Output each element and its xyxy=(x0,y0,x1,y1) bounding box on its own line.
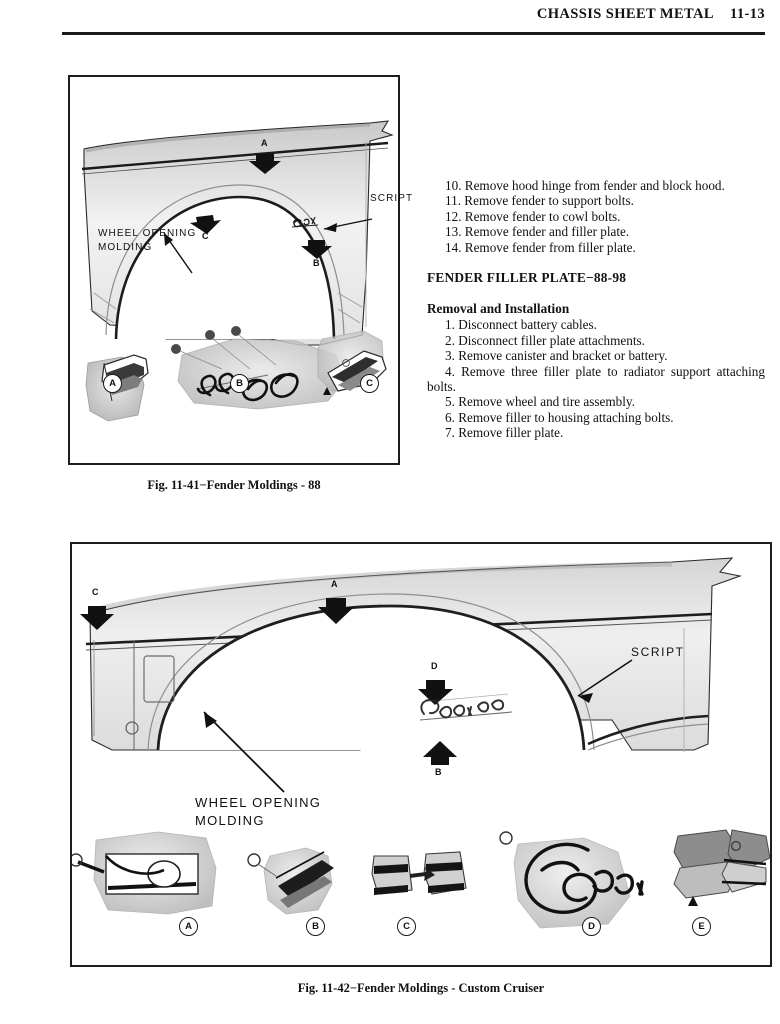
continued-step: 10. Remove hood hinge from fender and bl… xyxy=(445,178,725,193)
procedure-step: 2. Disconnect filler plate attachments. xyxy=(445,332,645,348)
script-label: SCRIPT xyxy=(370,193,414,204)
callout-arrow-c-42 xyxy=(80,606,114,630)
detail-part-d-42 xyxy=(499,831,644,929)
figure-11-42-artwork xyxy=(72,557,770,929)
detail-letter-a: A xyxy=(103,374,122,393)
fender-body-41 xyxy=(81,120,394,346)
wom-leader-41 xyxy=(163,232,193,274)
page-header-title: CHASSIS SHEET METAL xyxy=(536,6,714,22)
callout-label-b: B xyxy=(313,258,320,268)
callout-label-d: D xyxy=(431,661,438,671)
page-number: 11-13 xyxy=(729,6,765,22)
script-label: SCRIPT xyxy=(631,645,685,659)
callout-arrow-c-41 xyxy=(190,215,221,234)
script-emblem-41 xyxy=(291,216,319,228)
detail-letter-b: B xyxy=(306,917,325,936)
figure-11-42: A B C D SCRIPT WHEEL OPENING MOLDING A B… xyxy=(70,542,772,967)
procedure-step: 5. Remove wheel and tire assembly. xyxy=(445,394,635,410)
procedure-step-list: 1. Disconnect battery cables. 2. Disconn… xyxy=(427,317,765,441)
procedure-step: 1. Disconnect battery cables. xyxy=(445,317,597,333)
page-header-text: CHASSIS SHEET METAL 11-13 xyxy=(537,6,765,23)
detail-letter-c: C xyxy=(397,917,416,936)
callout-arrow-d-42 xyxy=(418,680,453,705)
continued-step: 12. Remove fender to cowl bolts. xyxy=(445,208,621,224)
callout-label-c: C xyxy=(202,231,209,241)
procedure-step: 7. Remove filler plate. xyxy=(445,425,564,441)
header-rule xyxy=(62,32,765,35)
figure-11-41-artwork xyxy=(81,120,394,422)
callout-label-c: C xyxy=(92,587,99,597)
detail-part-c-42 xyxy=(371,851,467,895)
figure-11-42-caption: Fig. 11-42−Fender Moldings - Custom Crui… xyxy=(297,981,545,995)
script-emblem-42 xyxy=(419,693,513,721)
procedure-step: 3. Remove canister and bracket or batter… xyxy=(445,348,668,364)
detail-letter-e: E xyxy=(692,917,711,936)
detail-letter-c: C xyxy=(360,374,379,393)
figure-11-41-caption: Fig. 11-41−Fender Moldings - 88 xyxy=(147,478,321,492)
callout-arrow-b-41 xyxy=(301,240,332,259)
continued-step: 14. Remove fender from filler plate. xyxy=(445,239,636,255)
procedure-step: 6. Remove filler to housing attaching bo… xyxy=(445,409,674,425)
fender-body-42 xyxy=(85,557,743,752)
callout-label-a: A xyxy=(261,138,268,148)
detail-letter-b: B xyxy=(230,374,249,393)
script-leader-42 xyxy=(577,659,633,703)
continued-step: 11. Remove fender to support bolts. xyxy=(445,193,634,209)
detail-letter-d: D xyxy=(582,917,601,936)
detail-part-e-42 xyxy=(673,829,770,906)
continued-step: 13. Remove fender and filler plate. xyxy=(445,224,630,240)
callout-arrow-a-41 xyxy=(249,154,281,174)
detail-part-b-42 xyxy=(247,847,334,915)
callout-arrow-b-42 xyxy=(423,741,457,765)
wom-leader-42 xyxy=(203,711,285,793)
detail-letter-a: A xyxy=(179,917,198,936)
script-leader-41 xyxy=(323,218,373,232)
detail-part-a-42 xyxy=(72,831,217,915)
procedure-step: 4. Remove three filler plate to radiator… xyxy=(427,363,765,395)
callout-label-b: B xyxy=(435,767,442,777)
page-header: CHASSIS SHEET METAL 11-13 xyxy=(62,6,765,36)
wheel-opening-molding-label: WHEEL OPENING MOLDING xyxy=(98,228,197,253)
subsection-heading: Removal and Installation xyxy=(427,300,570,316)
callout-label-a: A xyxy=(331,579,338,589)
figure-11-41: A B C SCRIPT WHEEL OPENING MOLDING A B C xyxy=(68,75,412,465)
wheel-opening-molding-label: WHEEL OPENING MOLDING xyxy=(195,795,322,828)
callout-arrow-a-42 xyxy=(318,598,354,624)
section-heading: FENDER FILLER PLATE−88-98 xyxy=(427,270,627,286)
body-text-column: 10. Remove hood hinge from fender and bl… xyxy=(427,178,765,441)
